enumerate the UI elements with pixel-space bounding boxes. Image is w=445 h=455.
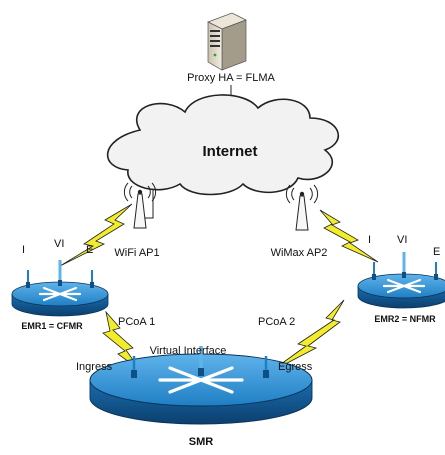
pcoa1-label: PCoA 1 (118, 316, 155, 328)
emr2-port-e: E (433, 246, 440, 258)
internet-label: Internet (202, 143, 257, 160)
wimax-ap-label: WiMax AP2 (271, 247, 328, 259)
wifi-ap-icon (123, 182, 157, 229)
emr2-label: EMR2 = NFMR (374, 314, 436, 324)
smr-label: SMR (189, 436, 214, 448)
wimax-ap-icon (285, 184, 319, 231)
wifi-ap-label: WiFi AP1 (114, 247, 159, 259)
smr-router-icon (89, 346, 313, 425)
emr1-port-i: I (22, 244, 25, 256)
emr2-router-icon (357, 252, 445, 309)
server-icon (207, 12, 247, 71)
ingress-label: Ingress (76, 361, 113, 373)
emr1-router-icon (11, 260, 109, 317)
emr1-port-e: E (86, 244, 93, 256)
emr1-port-vi: VI (54, 238, 64, 250)
wimax-wireless-bolt (319, 209, 379, 263)
emr2-port-i: I (368, 234, 371, 246)
egress-label: Egress (278, 361, 313, 373)
internet-cloud (106, 94, 339, 196)
virtual-interface-label: Virtual Interface (150, 345, 227, 357)
emr2-port-vi: VI (397, 234, 407, 246)
server-label: Proxy HA = FLMA (187, 72, 275, 84)
pcoa2-label: PCoA 2 (258, 316, 295, 328)
emr1-label: EMR1 = CFMR (21, 321, 83, 331)
